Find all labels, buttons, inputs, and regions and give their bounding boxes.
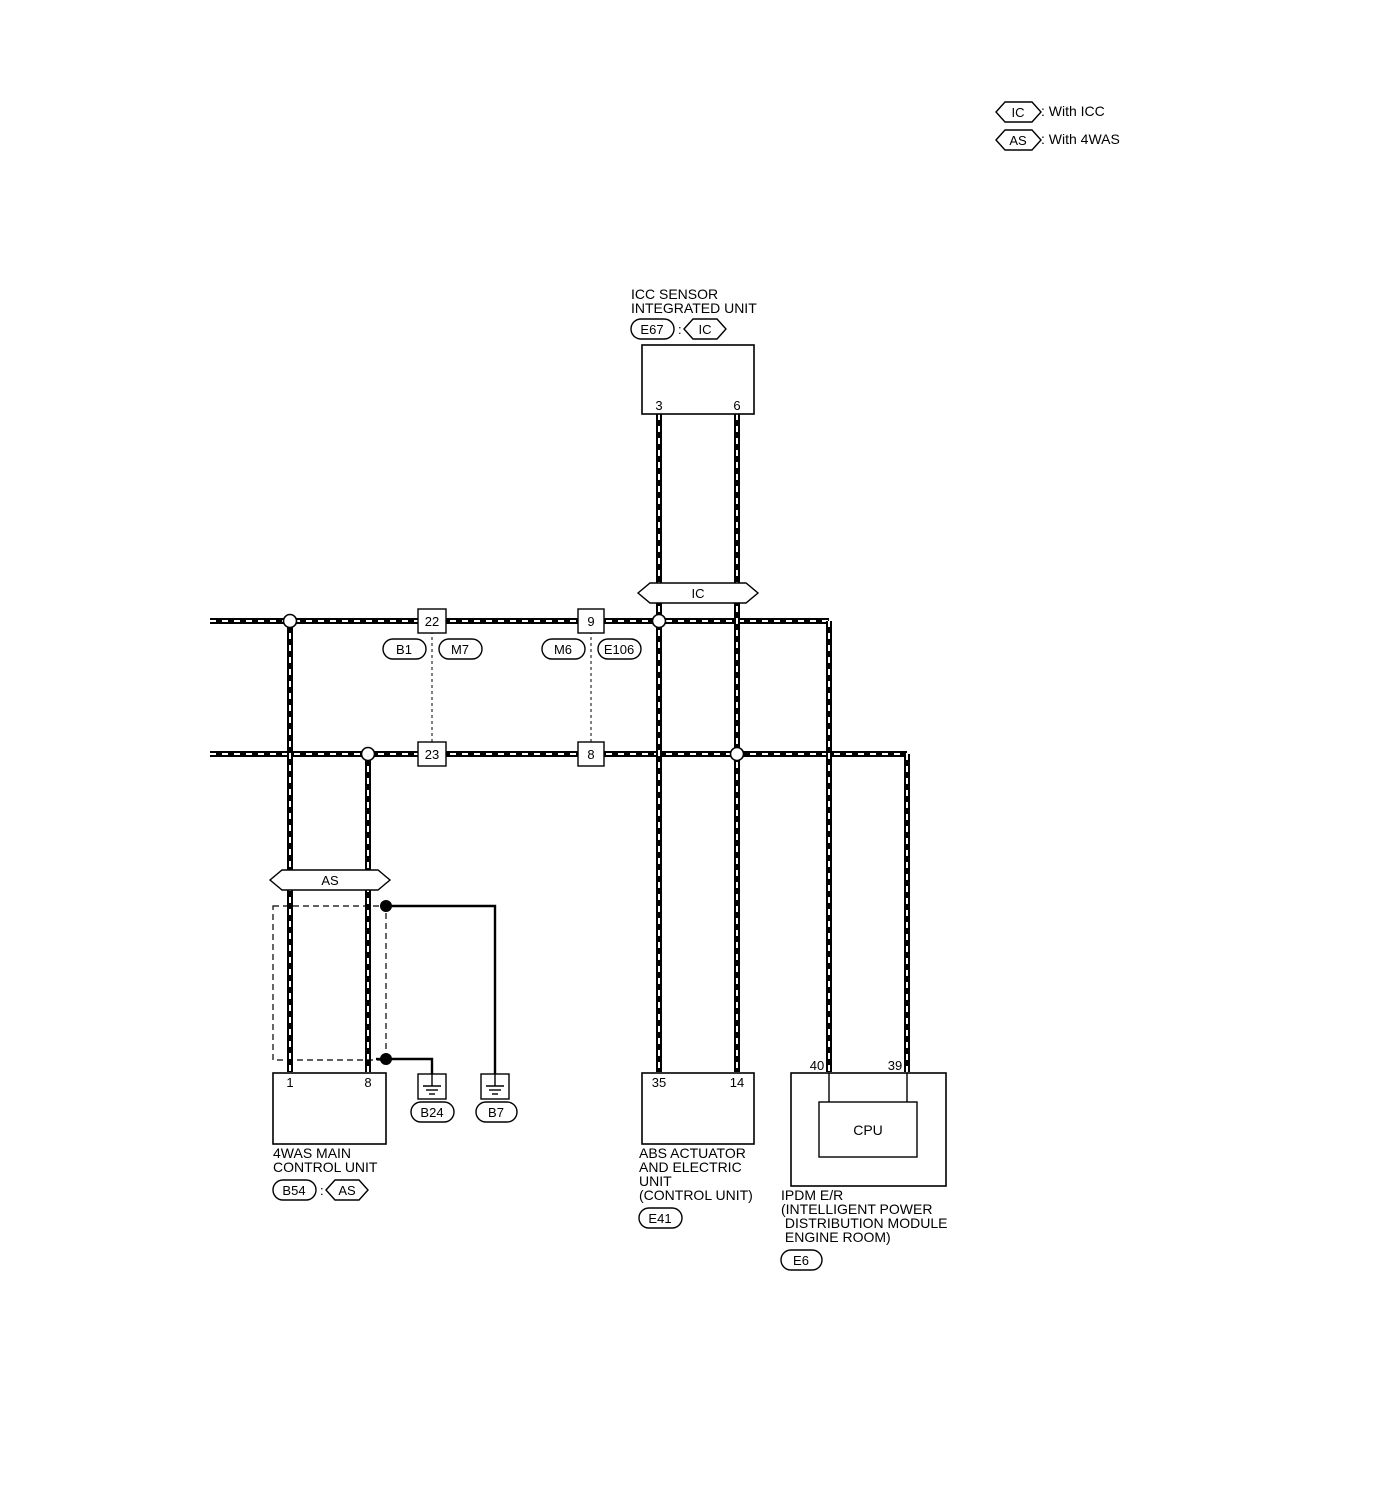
abs-name-line4: (CONTROL UNIT) (639, 1187, 753, 1203)
connector-m6-pill (541, 638, 586, 660)
ic-marker-label: IC (692, 586, 705, 601)
four-was-connector-pill (272, 1179, 317, 1201)
as-option-marker: AS (268, 869, 392, 891)
abs-connector-pill (638, 1207, 683, 1229)
as-marker-label: AS (321, 873, 339, 888)
ground-b24-label: B24 (420, 1105, 443, 1120)
connector-m7: M7 (451, 642, 469, 657)
ground-b24-pill (410, 1101, 455, 1123)
ground-b7-pill (475, 1101, 518, 1123)
icc-sensor-unit: ICC SENSOR INTEGRATED UNIT E67 : IC 3 6 (630, 286, 757, 415)
abs-connector: E41 (648, 1211, 671, 1226)
connector-m6: M6 (554, 642, 572, 657)
ipdm-connector: E6 (793, 1253, 809, 1268)
junction-22-box (417, 608, 447, 634)
ipdm-name-line3: DISTRIBUTION MODULE (781, 1215, 947, 1231)
legend: IC : With ICC AS : With 4WAS (995, 101, 1120, 151)
ipdm-name-line2: (INTELLIGENT POWER (781, 1201, 932, 1217)
junction-22: 22 (425, 614, 439, 629)
four-was-pin-1: 1 (286, 1075, 293, 1090)
four-was-sep: : (320, 1183, 324, 1198)
abs-pin-14: 14 (730, 1075, 744, 1090)
icc-connector-pill (630, 318, 675, 340)
connector-m7-pill (438, 638, 483, 660)
legend-as-code: AS (1009, 133, 1027, 148)
splice-node (282, 613, 298, 629)
icc-name-line1: ICC SENSOR (631, 286, 718, 302)
abs-pin-35: 35 (652, 1075, 666, 1090)
four-was-option: AS (338, 1183, 356, 1198)
connector-e106: E106 (604, 642, 634, 657)
ground-wire-b24 (386, 1057, 434, 1074)
legend-ic-badge (995, 101, 1042, 123)
splice-node (360, 746, 376, 762)
junction-9-box (577, 608, 605, 634)
ipdm-connector-pill (780, 1249, 823, 1271)
abs-box (641, 1072, 755, 1145)
connector-junctions: 22 9 23 8 B1 M7 M6 E106 (382, 608, 642, 767)
abs-name-line2: AND ELECTRIC (639, 1159, 742, 1175)
junction-8: 8 (587, 747, 594, 762)
abs-actuator-unit: 35 14 ABS ACTUATOR AND ELECTRIC UNIT (CO… (638, 1072, 755, 1229)
junction-9: 9 (587, 614, 594, 629)
splice-node (729, 746, 745, 762)
four-was-unit: 1 8 4WAS MAIN CONTROL UNIT B54 : AS (272, 1072, 387, 1201)
icc-name-line2: INTEGRATED UNIT (631, 300, 757, 316)
junction-23-box (417, 741, 447, 767)
cpu-label: CPU (853, 1122, 883, 1138)
four-was-pin-8: 8 (364, 1075, 371, 1090)
icc-sep: : (678, 322, 682, 337)
connector-e106-pill (597, 638, 642, 660)
ground-b7: B7 (475, 1073, 518, 1123)
junction-23: 23 (425, 747, 439, 762)
icc-option: IC (699, 322, 712, 337)
splices (282, 613, 745, 762)
shield-box (272, 905, 387, 1061)
legend-as-text: : With 4WAS (1041, 131, 1120, 147)
four-was-box (272, 1072, 387, 1145)
junction-8-box (577, 741, 605, 767)
abs-name-line3: UNIT (639, 1173, 672, 1189)
ground-wire-b7 (386, 904, 497, 1074)
ipdm-unit: 40 39 CPU IPDM E/R (INTELLIGENT POWER DI… (780, 1058, 947, 1271)
icc-box (641, 344, 755, 415)
ipdm-name-line1: IPDM E/R (781, 1187, 843, 1203)
four-was-name-line1: 4WAS MAIN (273, 1145, 351, 1161)
four-was-connector: B54 (282, 1183, 305, 1198)
legend-ic-code: IC (1012, 105, 1025, 120)
wires (210, 414, 910, 1072)
abs-name-line1: ABS ACTUATOR (639, 1145, 746, 1161)
ground-b24: B24 (410, 1073, 455, 1123)
ipdm-pin-40: 40 (810, 1058, 824, 1073)
icc-option-badge (683, 318, 727, 340)
icc-connector: E67 (640, 322, 663, 337)
four-was-name-line2: CONTROL UNIT (273, 1159, 378, 1175)
legend-as-badge (995, 129, 1042, 151)
four-was-option-badge (325, 1179, 369, 1201)
shield (272, 900, 497, 1074)
icc-pin-3: 3 (655, 398, 662, 413)
cpu-box (818, 1101, 918, 1158)
ipdm-name-line4: ENGINE ROOM) (781, 1229, 891, 1245)
legend-ic-text: : With ICC (1041, 103, 1105, 119)
connector-b1-pill (382, 638, 427, 660)
ipdm-pin-39: 39 (888, 1058, 902, 1073)
splice-node (651, 613, 667, 629)
ic-option-marker: IC (636, 582, 760, 604)
connector-b1: B1 (396, 642, 412, 657)
icc-pin-6: 6 (733, 398, 740, 413)
ground-b7-label: B7 (488, 1105, 504, 1120)
